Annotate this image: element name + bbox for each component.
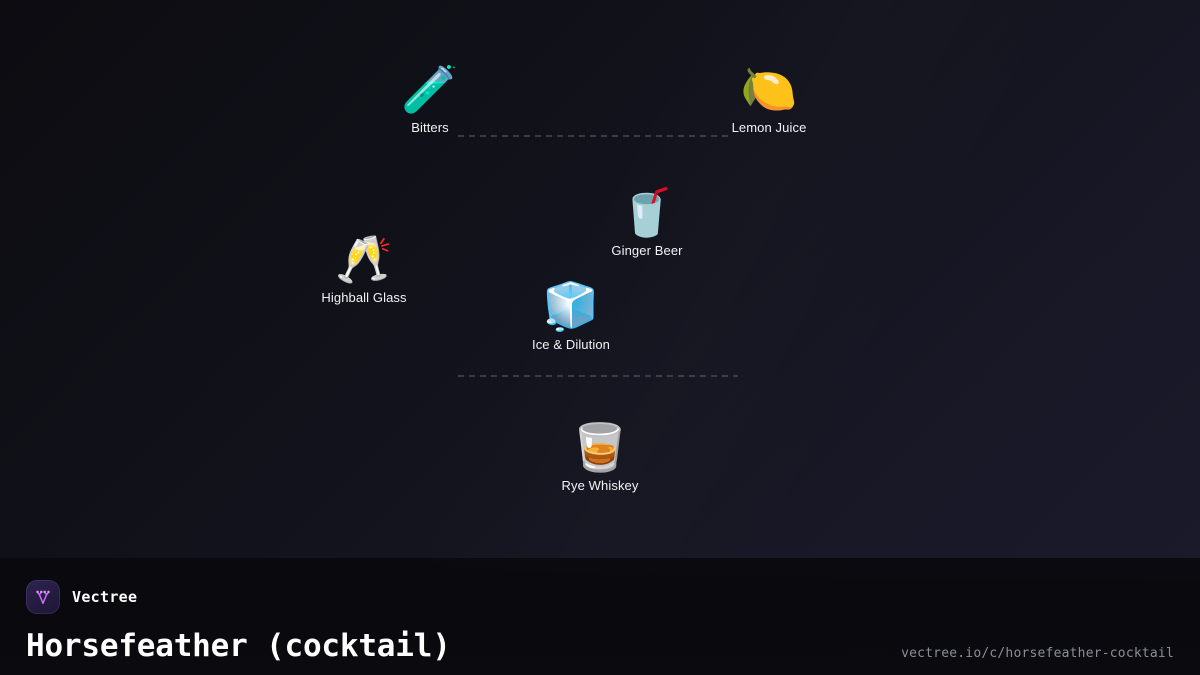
graph-node-ice-dilution[interactable]: 🧊 Ice & Dilution [532,278,610,352]
graph-node-rye-whiskey[interactable]: 🥃 Rye Whiskey [562,419,639,493]
clinking-glasses-icon: 🥂 [335,232,393,286]
graph-node-ginger-beer[interactable]: 🥤 Ginger Beer [611,184,682,258]
ice-cube-icon: 🧊 [542,279,600,333]
cup-with-straw-icon: 🥤 [618,185,676,239]
brand-row: Vectree [26,580,1174,614]
graph-node-label: Rye Whiskey [561,478,639,493]
vectree-logo[interactable] [26,580,60,614]
brand-name: Vectree [72,588,138,606]
lemon-icon: 🍋 [740,62,798,116]
vectree-mark-icon [36,590,50,604]
footer-bar: Vectree Horsefeather (cocktail) vectree.… [0,558,1200,675]
tumbler-glass-icon: 🥃 [571,420,629,474]
graph-node-label: Ginger Beer [611,243,683,258]
graph-node-bitters[interactable]: 🧪 Bitters [401,61,458,135]
graph-node-lemon-juice[interactable]: 🍋 Lemon Juice [732,61,807,135]
graph-node-label: Lemon Juice [731,120,807,135]
test-tube-icon: 🧪 [401,62,459,116]
graph-node-label: Ice & Dilution [532,337,610,352]
graph-node-label: Highball Glass [321,290,407,305]
graph-node-label: Bitters [411,120,449,135]
graph-node-highball-glass[interactable]: 🥂 Highball Glass [321,231,406,305]
page-url: vectree.io/c/horsefeather-cocktail [901,646,1174,661]
page-title: Horsefeather (cocktail) [26,628,451,664]
title-row: Horsefeather (cocktail) vectree.io/c/hor… [26,625,1174,667]
